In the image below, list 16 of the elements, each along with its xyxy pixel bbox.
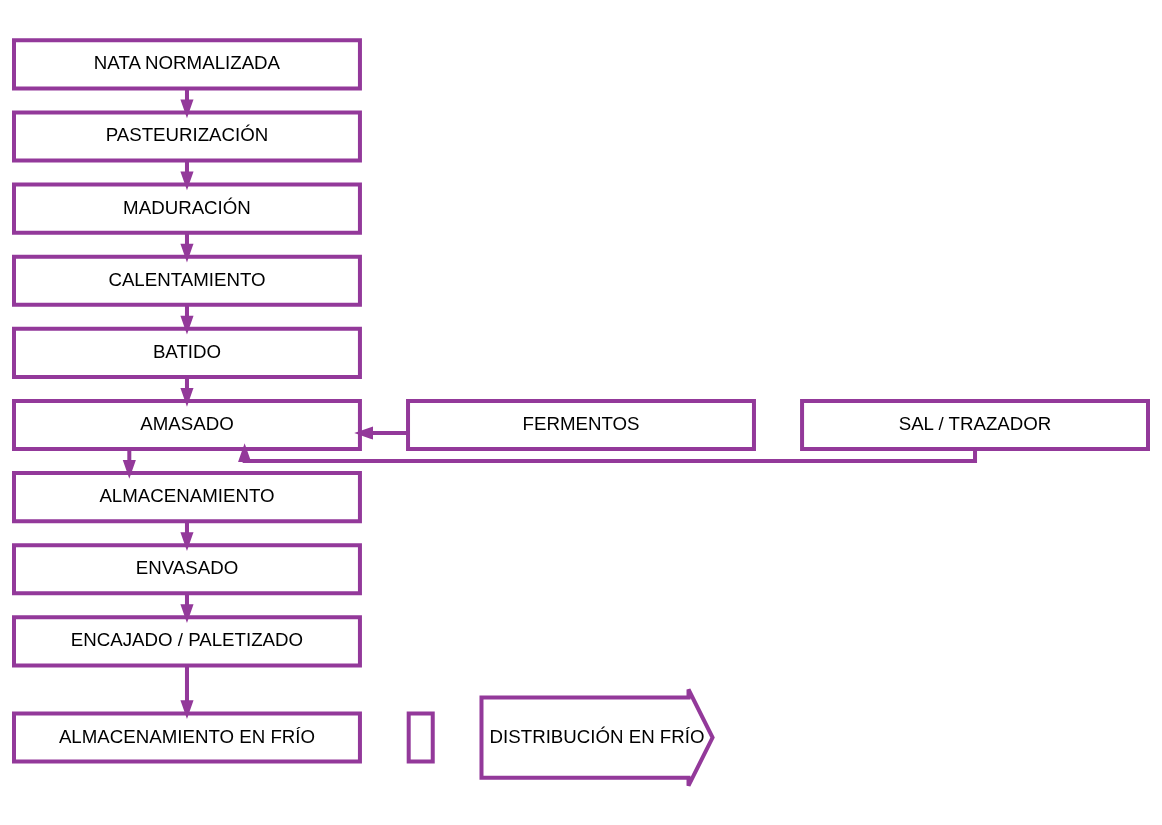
node-box: AMASADO: [12, 398, 362, 451]
node-box: SAL / TRAZADOR: [800, 398, 1150, 451]
node-box: ALMACENAMIENTO: [12, 470, 362, 523]
arrow: [354, 425, 408, 440]
node-box: CALENTAMIENTO: [12, 254, 362, 307]
node-box: PASTEURIZACIÓN: [12, 109, 362, 163]
node-box: BATIDO: [12, 326, 362, 379]
node-box: ENVASADO: [12, 542, 362, 595]
arrow: [238, 442, 978, 463]
node-box: ALMACENAMIENTO EN FRÍO: [12, 711, 362, 764]
node-box: FERMENTOS: [406, 398, 756, 451]
arrow: [180, 665, 194, 719]
node-box: NATA NORMALIZADA: [12, 37, 362, 90]
node-box: MADURACIÓN: [12, 182, 362, 235]
node-box: ENCAJADO / PALETIZADO: [12, 614, 362, 667]
node-bar: [406, 711, 435, 764]
